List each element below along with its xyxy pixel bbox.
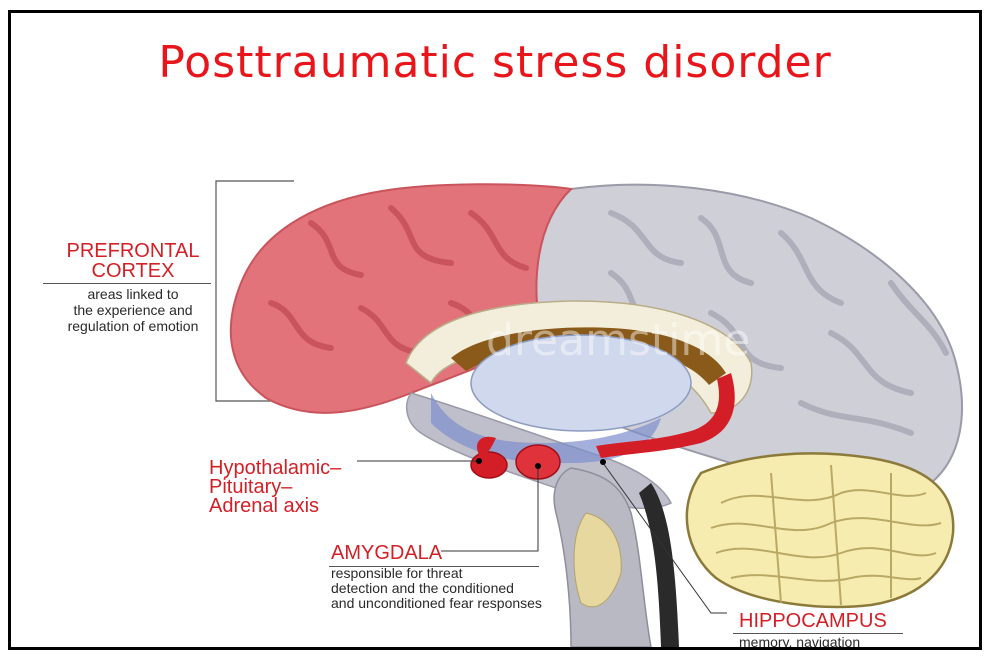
watermark: dreamstime bbox=[486, 315, 750, 366]
prefrontal-cortex-description: areas linked to the experience and regul… bbox=[35, 286, 231, 334]
hippocampus-dot bbox=[600, 459, 606, 465]
diagram-frame: Posttraumatic stress disorder bbox=[8, 10, 982, 650]
hpa-axis-label: Hypothalamic– Pituitary– Adrenal axis bbox=[209, 459, 369, 516]
prefrontal-cortex-label: PREFRONTAL CORTEX bbox=[35, 241, 231, 281]
cerebellum bbox=[687, 453, 953, 606]
hpa-dot bbox=[476, 458, 482, 464]
hpa-shape bbox=[471, 452, 507, 478]
hippocampus-label: HIPPOCAMPUS bbox=[739, 611, 887, 631]
hippocampus-description: memory, navigation bbox=[739, 634, 860, 650]
amygdala-dot bbox=[535, 463, 541, 469]
prefrontal-underline bbox=[43, 283, 211, 284]
amygdala-label: AMYGDALA bbox=[331, 543, 442, 563]
amygdala-description: responsible for threat detection and the… bbox=[331, 566, 621, 611]
amygdala-leader bbox=[441, 468, 538, 551]
